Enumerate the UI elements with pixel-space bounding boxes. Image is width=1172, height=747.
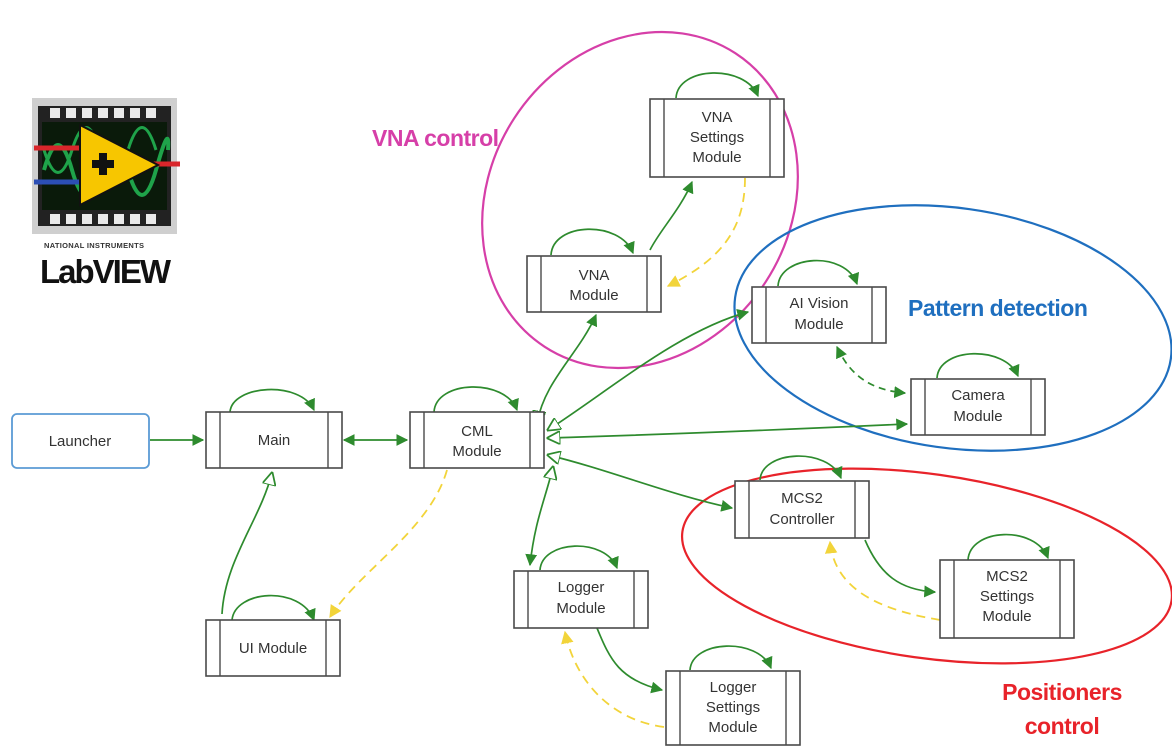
edge-cml-logger bbox=[530, 467, 553, 565]
node-main-label: Main bbox=[258, 432, 291, 449]
node-logger-line2: Module bbox=[556, 600, 605, 617]
edge-cml-mcs2controller bbox=[548, 455, 732, 508]
positioners-control-group bbox=[680, 467, 1172, 665]
edge-mcs2controller-mcs2settings bbox=[864, 539, 937, 598]
node-logger-settings-line1: Logger bbox=[710, 679, 757, 696]
node-vna-module[interactable]: VNA Module bbox=[526, 255, 662, 313]
pattern-detection-label: Pattern detection bbox=[908, 295, 1087, 321]
loop-logger-settings bbox=[689, 645, 773, 671]
edge-cml-vna bbox=[537, 315, 596, 423]
vna-control-group bbox=[481, 30, 799, 370]
node-logger-line1: Logger bbox=[558, 579, 605, 596]
node-cml-line2: Module bbox=[452, 443, 501, 460]
node-vna-line1: VNA bbox=[579, 267, 610, 284]
node-ai-vision-module[interactable]: AI Vision Module bbox=[751, 286, 887, 344]
node-vna-settings-line1: VNA bbox=[702, 109, 733, 126]
loop-vna-settings bbox=[675, 72, 760, 99]
edge-mcs2settings-mcs2controller-async bbox=[824, 540, 941, 621]
node-mcs2-settings-line2: Settings bbox=[980, 588, 1034, 605]
positioners-label-line1: Positioners bbox=[1002, 679, 1122, 705]
edge-ui-main bbox=[221, 473, 272, 615]
node-vna-settings-line3: Module bbox=[692, 149, 741, 166]
loop-mcs2-controller bbox=[759, 455, 843, 481]
loop-mcs2-settings bbox=[967, 533, 1050, 561]
labview-logo: NATIONAL INSTRUMENTS LabVIEW bbox=[32, 98, 180, 290]
node-cml-line1: CML bbox=[461, 423, 493, 440]
node-vna-settings-line2: Settings bbox=[690, 129, 744, 146]
logo-brand-text: NATIONAL INSTRUMENTS bbox=[44, 241, 144, 250]
node-camera-line1: Camera bbox=[951, 387, 1005, 404]
pattern-detection-group bbox=[733, 204, 1172, 452]
node-mcs2-settings-line1: MCS2 bbox=[986, 568, 1028, 585]
edge-vna-vnasettings bbox=[649, 180, 694, 251]
node-mcs2-controller[interactable]: MCS2 Controller bbox=[734, 480, 870, 539]
edge-cml-ui-async bbox=[329, 469, 448, 619]
node-logger-settings-line3: Module bbox=[708, 719, 757, 736]
loop-ui bbox=[231, 594, 316, 622]
positioners-label-line2: control bbox=[1025, 713, 1099, 739]
loop-vna bbox=[550, 228, 635, 256]
edge-cml-camera bbox=[548, 424, 907, 438]
node-vna-settings-module[interactable]: VNA Settings Module bbox=[649, 98, 785, 178]
loop-camera bbox=[936, 352, 1020, 379]
node-main[interactable]: Main bbox=[205, 411, 343, 469]
edge-loggersettings-logger-async bbox=[561, 630, 665, 728]
node-mcs2-settings-line3: Module bbox=[982, 608, 1031, 625]
node-logger-settings-line2: Settings bbox=[706, 699, 760, 716]
loop-main bbox=[229, 388, 315, 413]
loop-logger bbox=[539, 545, 619, 571]
edge-vnasettings-vna-async bbox=[666, 177, 746, 287]
node-logger-settings-module[interactable]: Logger Settings Module bbox=[665, 670, 801, 746]
node-camera-line2: Module bbox=[953, 408, 1002, 425]
loop-cml bbox=[433, 386, 519, 413]
node-launcher-label: Launcher bbox=[49, 433, 112, 450]
loop-ai-vision bbox=[777, 259, 860, 287]
node-ui-label: UI Module bbox=[239, 640, 307, 657]
node-ai-vision-line1: AI Vision bbox=[790, 295, 849, 312]
node-ai-vision-line2: Module bbox=[794, 316, 843, 333]
node-mcs2-controller-line2: Controller bbox=[769, 511, 834, 528]
logo-product-text: LabVIEW bbox=[40, 253, 172, 290]
node-launcher[interactable]: Launcher bbox=[11, 413, 150, 469]
node-ui-module[interactable]: UI Module bbox=[205, 619, 341, 677]
node-logger-module[interactable]: Logger Module bbox=[513, 570, 649, 629]
node-cml-module[interactable]: CML Module bbox=[409, 411, 545, 469]
node-camera-module[interactable]: Camera Module bbox=[910, 378, 1046, 436]
edge-cml-aivision bbox=[548, 312, 748, 430]
node-mcs2-settings-module[interactable]: MCS2 Settings Module bbox=[939, 559, 1075, 639]
node-mcs2-controller-line1: MCS2 bbox=[781, 490, 823, 507]
edge-aivision-camera bbox=[836, 345, 907, 399]
node-vna-line2: Module bbox=[569, 287, 618, 304]
vna-control-label: VNA control bbox=[372, 125, 499, 151]
edge-logger-loggersettings bbox=[596, 627, 664, 694]
